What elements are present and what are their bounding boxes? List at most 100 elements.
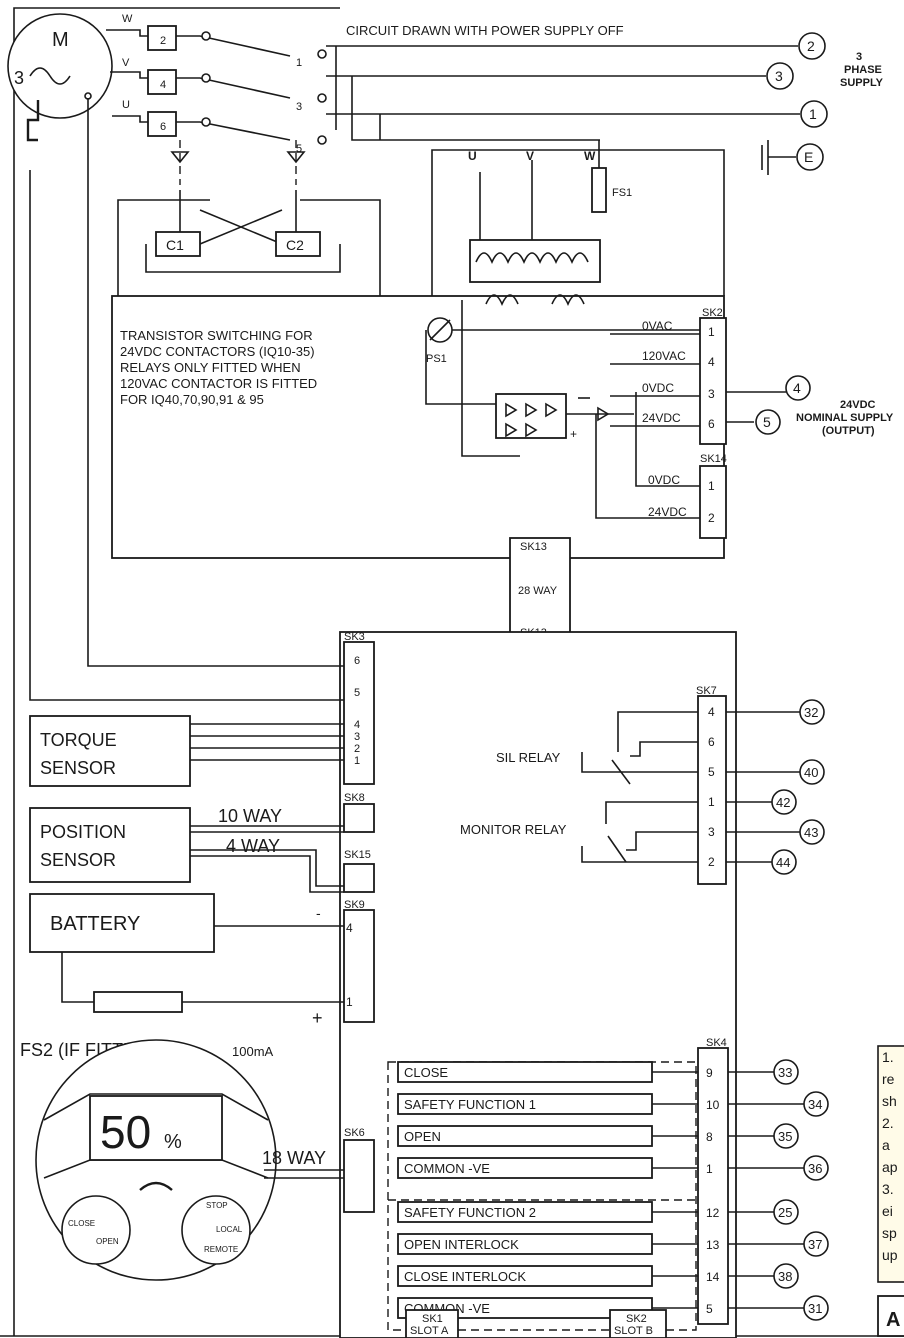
sk7-pin: 2 — [708, 855, 715, 869]
input-terminal — [773, 1263, 799, 1289]
rectifier-diodes — [505, 402, 558, 438]
relay-terminal-label: 40 — [804, 765, 818, 780]
transistor-note-line: RELAYS ONLY FITTED WHEN — [120, 360, 301, 375]
contact-label-5: 5 — [296, 143, 302, 155]
knob-remote-label: REMOTE — [204, 1245, 238, 1254]
sk9-connector — [343, 909, 375, 1023]
relay-terminal — [799, 819, 825, 845]
sk9-name: SK9 — [344, 899, 365, 911]
output-diode — [597, 406, 610, 422]
sk13-top: SK13 — [520, 541, 547, 553]
fuse-fs1-label: FS1 — [612, 187, 632, 199]
sk14-row-label: 24VDC — [648, 505, 687, 519]
motor-label: M — [52, 29, 69, 51]
stop-local-remote-knob[interactable] — [181, 1195, 251, 1265]
slot-a-label: SLOT A — [410, 1325, 449, 1337]
fs2-rating: 100mA — [232, 1044, 274, 1059]
input-terminal — [773, 1123, 799, 1149]
tap-w: W — [584, 149, 596, 163]
knob-close-label: CLOSE — [68, 1219, 95, 1228]
contact-label-4: 4 — [160, 79, 166, 91]
sk7-name: SK7 — [696, 685, 717, 697]
sk7-pin: 1 — [708, 795, 715, 809]
local-display: 50 % CLOSE OPEN STOP LOCAL REMOTE — [35, 1039, 277, 1281]
sil-relay-contacts — [581, 711, 698, 773]
dc-output-line1: 24VDC — [840, 399, 876, 411]
torque-wires — [190, 723, 344, 761]
input-terminal-label: 25 — [778, 1205, 792, 1220]
sk9-pin-1: 1 — [346, 995, 353, 1009]
transistor-note-line: TRANSISTOR SWITCHING FOR — [120, 328, 313, 343]
position-4way — [190, 849, 344, 893]
sk7-pin: 5 — [708, 765, 715, 779]
input-label: COMMON -VE — [404, 1161, 490, 1176]
sk3-pin: 5 — [354, 687, 360, 699]
supply-terminal-3-label: 3 — [775, 68, 783, 84]
coil-loop — [300, 199, 381, 296]
input-label: CLOSE — [404, 1065, 448, 1080]
input-group-box — [387, 1061, 697, 1331]
torque-line1: TORQUE — [40, 730, 117, 750]
sk4-pin: 5 — [706, 1302, 713, 1316]
input-terminal — [773, 1199, 799, 1225]
sk2-connector — [699, 317, 727, 445]
transistor-note-line: 24VDC CONTACTORS (IQ10-35) — [120, 344, 315, 359]
relay-terminal — [771, 789, 797, 815]
relay-terminal — [771, 849, 797, 875]
monitor-relay-contacts — [581, 801, 698, 863]
coil-c1-label: C1 — [166, 237, 184, 253]
supply-label-line1: 3 — [856, 51, 862, 63]
sk14-feed — [635, 392, 700, 487]
relay-terminal — [799, 759, 825, 785]
tap-u: U — [468, 149, 477, 163]
sk2-pin: 3 — [708, 387, 715, 401]
motor-sine — [29, 67, 71, 85]
contact-node — [317, 135, 327, 145]
rectifier-bridge — [495, 393, 567, 439]
sk14-row-label: 0VDC — [648, 473, 680, 487]
knob-local-label: LOCAL — [216, 1225, 243, 1234]
motor-phase-label: 3 — [14, 68, 24, 88]
input-terminal-label: 33 — [778, 1065, 792, 1080]
input-terminal — [773, 1059, 799, 1085]
contact-node — [201, 73, 211, 83]
monitor-relay-arm — [607, 835, 627, 863]
contact-box-2 — [147, 25, 177, 51]
input-terminal-label: 37 — [808, 1237, 822, 1252]
sk15-connector — [343, 863, 375, 893]
sk4-pin: 8 — [706, 1130, 713, 1144]
coil-c1 — [155, 231, 201, 257]
input-terminal — [803, 1295, 829, 1321]
contact-node — [201, 31, 211, 41]
battery-plus: + — [312, 1008, 323, 1028]
earth-symbol: E — [761, 140, 824, 175]
contact-label-6: 6 — [160, 121, 166, 133]
fuse-fs2 — [93, 991, 183, 1013]
input-label: OPEN INTERLOCK — [404, 1237, 519, 1252]
side-note-box — [877, 1045, 904, 1283]
side-note-fragment: ap — [882, 1159, 898, 1175]
sk2-row-label: 0VDC — [642, 381, 674, 395]
coil-loop — [145, 244, 341, 273]
contact-label-2: 2 — [160, 35, 166, 47]
close-open-knob[interactable] — [61, 1195, 131, 1265]
sk9-pin-4: 4 — [346, 921, 353, 935]
dc-terminal-4-label: 4 — [793, 380, 801, 396]
side-note-fragment: re — [882, 1071, 895, 1087]
sk3-name: SK3 — [344, 631, 365, 643]
battery-pos — [61, 952, 344, 1003]
slot-a — [405, 1309, 459, 1338]
relay-terminal-label: 43 — [804, 825, 818, 840]
power-board-top — [431, 149, 725, 296]
sk6-name: SK6 — [344, 1127, 365, 1139]
sk8-connector — [343, 803, 375, 833]
input-label: OPEN — [404, 1129, 441, 1144]
phase-u-label: U — [122, 99, 130, 111]
sk4-connector — [697, 1047, 729, 1325]
motor-symbol: M 3 — [7, 13, 113, 142]
side-note-fragment: up — [882, 1247, 898, 1263]
sk4-pin: 10 — [706, 1098, 720, 1112]
torque-line2: SENSOR — [40, 758, 116, 778]
